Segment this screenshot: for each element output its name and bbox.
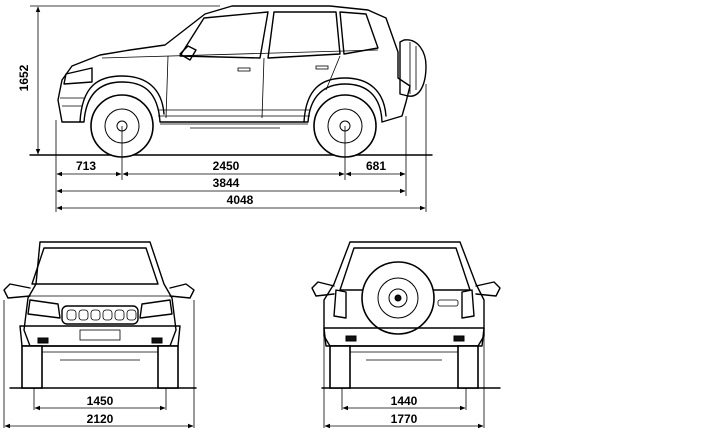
side-underbody [160, 123, 308, 129]
front-fog-light-right [151, 337, 163, 344]
rear-mirror-left [311, 281, 335, 297]
side-spare-wheel [399, 39, 427, 97]
length-label: 3844 [213, 176, 240, 190]
rear-overhang-label: 681 [366, 159, 386, 173]
side-door-handle-front [237, 67, 251, 72]
rear-tail-light-left [333, 289, 347, 319]
rear-badge [437, 299, 459, 307]
front-headlight-left [27, 299, 61, 319]
side-window-quarter [339, 11, 379, 55]
front-mirror-right [169, 283, 195, 299]
front-grille-slots [66, 309, 137, 321]
rear-view: 1440 1770 [311, 241, 501, 429]
rear-fog-light-left [345, 335, 357, 342]
side-spare-wheel-tread [409, 42, 417, 94]
rear-width-label: 1770 [391, 412, 418, 426]
height-label: 1652 [17, 64, 31, 91]
rear-spare-wheel [361, 261, 435, 335]
front-underbody [42, 351, 158, 361]
side-front-arch [79, 75, 165, 123]
front-width-label: 2120 [87, 412, 114, 426]
rear-fog-light-right [453, 335, 465, 342]
side-door-line-middle [261, 57, 265, 119]
front-overhang-label: 713 [76, 159, 96, 173]
rear-mirror-right [475, 281, 501, 297]
side-mirror [179, 45, 197, 61]
front-fog-light-left [37, 337, 49, 344]
side-door-handle-rear [315, 65, 329, 70]
side-window-front [179, 11, 269, 59]
side-lower-cladding [158, 109, 310, 117]
front-tire-right [157, 345, 179, 389]
front-headlight-right [139, 299, 173, 319]
side-beltline [101, 49, 379, 59]
side-headlight [63, 67, 93, 85]
front-grille [61, 305, 139, 325]
rear-tire-right [457, 345, 479, 389]
rear-underbody [350, 351, 458, 361]
front-tire-left [21, 345, 43, 389]
wheelbase-label: 2450 [213, 159, 240, 173]
side-door-line-rear [325, 55, 341, 91]
front-mirror-left [3, 283, 31, 299]
side-rear-arch [303, 77, 387, 123]
front-track-label: 1450 [87, 394, 114, 408]
side-door-line-front [165, 55, 169, 119]
front-windshield [31, 247, 159, 285]
front-view: 1450 2120 [3, 241, 197, 429]
side-body-outline [57, 5, 411, 123]
rear-bumper [323, 327, 485, 347]
rear-tire-left [329, 345, 351, 389]
side-front-bumper [60, 97, 84, 107]
rear-track-label: 1440 [391, 394, 418, 408]
rear-tail-light-right [461, 289, 475, 319]
front-license-plate [79, 329, 121, 341]
side-window-rear-door [267, 11, 341, 59]
side-view: 1652 713 2450 681 3844 4048 [17, 5, 433, 212]
length-with-spare-label: 4048 [227, 193, 254, 207]
